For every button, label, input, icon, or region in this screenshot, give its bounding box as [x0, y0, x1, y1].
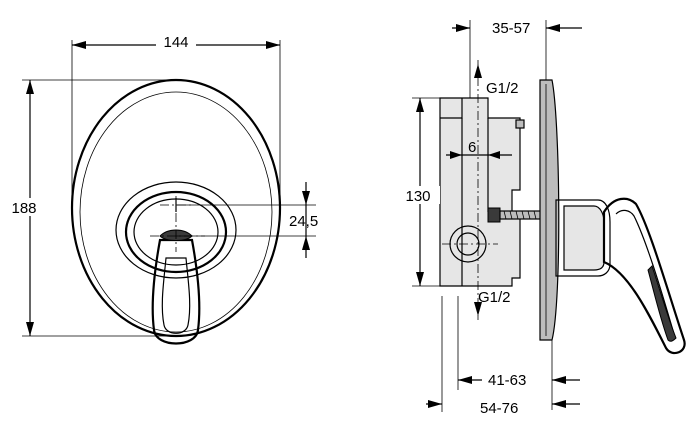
housing-shade [563, 205, 605, 271]
cover-plate-inner-edge [79, 91, 273, 333]
pipe-dimension-label: 6 [468, 139, 476, 156]
lever-handle-side-detail [615, 209, 675, 335]
bottom-port-label: G1/2 [478, 289, 511, 306]
rosette-outer [115, 181, 237, 279]
lever-handle-front [151, 238, 201, 345]
offset-dimension-label: 24,5 [289, 213, 318, 230]
front-view: 144 188 24,5 [4, 34, 318, 345]
lever-handle-inner [161, 257, 191, 334]
depth-dimension-2-label: 54-76 [480, 400, 518, 417]
lever-handle-side-shade [647, 265, 677, 342]
body-height-dimension-label: 130 [405, 188, 430, 205]
wall-plate-profile [539, 79, 560, 341]
body-notch [515, 119, 525, 129]
side-view: G1/2 G1/2 6 130 35-57 41-63 [396, 20, 686, 417]
height-dimension-label: 188 [11, 200, 36, 217]
depth-dimension-1-label: 41-63 [488, 372, 526, 389]
rosette-ring [124, 190, 228, 274]
top-port-label: G1/2 [486, 80, 519, 97]
top-dimension-label: 35-57 [492, 20, 530, 37]
mounting-screw-head [487, 207, 501, 223]
width-dimension-label: 144 [163, 34, 188, 51]
lever-handle-side [602, 197, 686, 355]
